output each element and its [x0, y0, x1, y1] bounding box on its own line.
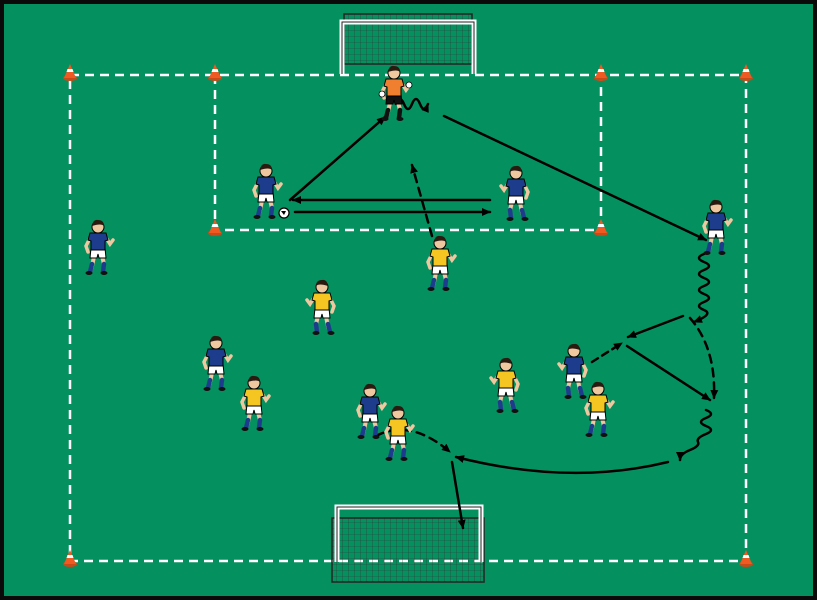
- run-arrow-icon: [590, 341, 624, 364]
- yellow-player-icon: [489, 357, 520, 413]
- pass-arrow-icon: [288, 115, 387, 202]
- yellow-player-icon: [584, 381, 615, 437]
- yellow-player-icon: [384, 405, 415, 461]
- blue-player-icon: [252, 163, 283, 219]
- pass-arrow-icon: [450, 460, 466, 530]
- blue-player-icon: [356, 383, 387, 439]
- dribble-arrow-icon: [676, 408, 713, 462]
- yellow-player-icon: [305, 279, 336, 335]
- ball-icon-pattern: [281, 211, 286, 215]
- players: [84, 65, 733, 461]
- blue-player-icon: [499, 165, 530, 221]
- grass: [4, 4, 813, 596]
- goalkeeper-icon: [378, 65, 413, 121]
- movement-arrows: [288, 97, 719, 530]
- run-arrow-icon: [410, 163, 434, 238]
- blue-player-icon: [84, 219, 115, 275]
- top-zone-lines: [213, 75, 603, 232]
- run-arrow-icon: [374, 428, 452, 454]
- pass-arrow-icon: [626, 314, 685, 339]
- run-arrow-icon: [688, 316, 719, 400]
- top-goal: [339, 13, 477, 74]
- pass-arrow-icon: [625, 344, 712, 402]
- pass-arrow-icon: [442, 114, 708, 242]
- blue-player-icon: [702, 199, 733, 255]
- dribble-arrow-icon: [692, 252, 711, 324]
- blue-player-icon: [202, 335, 233, 391]
- yellow-player-icon: [240, 375, 271, 431]
- yellow-player-icon: [426, 235, 457, 291]
- pass-arrow-icon: [454, 455, 670, 475]
- blue-player-icon: [557, 343, 588, 399]
